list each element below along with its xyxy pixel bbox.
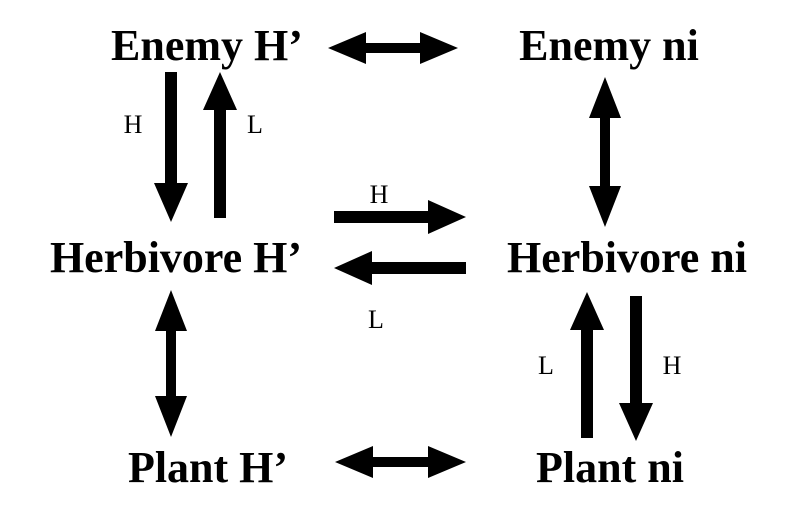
label-herbivore-to-enemy-h: L [247, 110, 263, 139]
node-enemy-ni: Enemy ni [519, 21, 699, 70]
node-herbivore-ni: Herbivore ni [507, 233, 747, 282]
arrow-herbivore-h-to-herbivore-ni [334, 200, 466, 234]
double-arrow-herbivore-h-plant-h [155, 290, 187, 437]
arrow-herbivore-ni-to-herbivore-h [334, 251, 466, 285]
double-arrow-plant-h-plant-ni [335, 446, 466, 478]
label-herbivore-ni-to-h: L [368, 305, 384, 334]
arrow-herbivore-h-to-enemy-h [203, 72, 237, 218]
arrow-plant-ni-to-herbivore-ni [570, 292, 604, 438]
label-herbivore-to-plant-ni: H [663, 351, 682, 380]
label-plant-to-herbivore-ni: L [538, 351, 554, 380]
node-plant-ni: Plant ni [536, 443, 684, 492]
node-herbivore-h: Herbivore H’ [50, 233, 302, 282]
arrow-enemy-h-to-herbivore-h [154, 72, 188, 222]
node-enemy-h: Enemy H’ [111, 21, 303, 70]
node-plant-h: Plant H’ [128, 443, 288, 492]
label-enemy-to-herbivore-h: H [124, 110, 143, 139]
double-arrow-enemy-ni-herbivore-ni [589, 77, 621, 227]
label-herbivore-h-to-ni: H [370, 180, 389, 209]
double-arrow-enemy-h-enemy-ni [328, 32, 458, 64]
arrow-herbivore-ni-to-plant-ni [619, 296, 653, 441]
